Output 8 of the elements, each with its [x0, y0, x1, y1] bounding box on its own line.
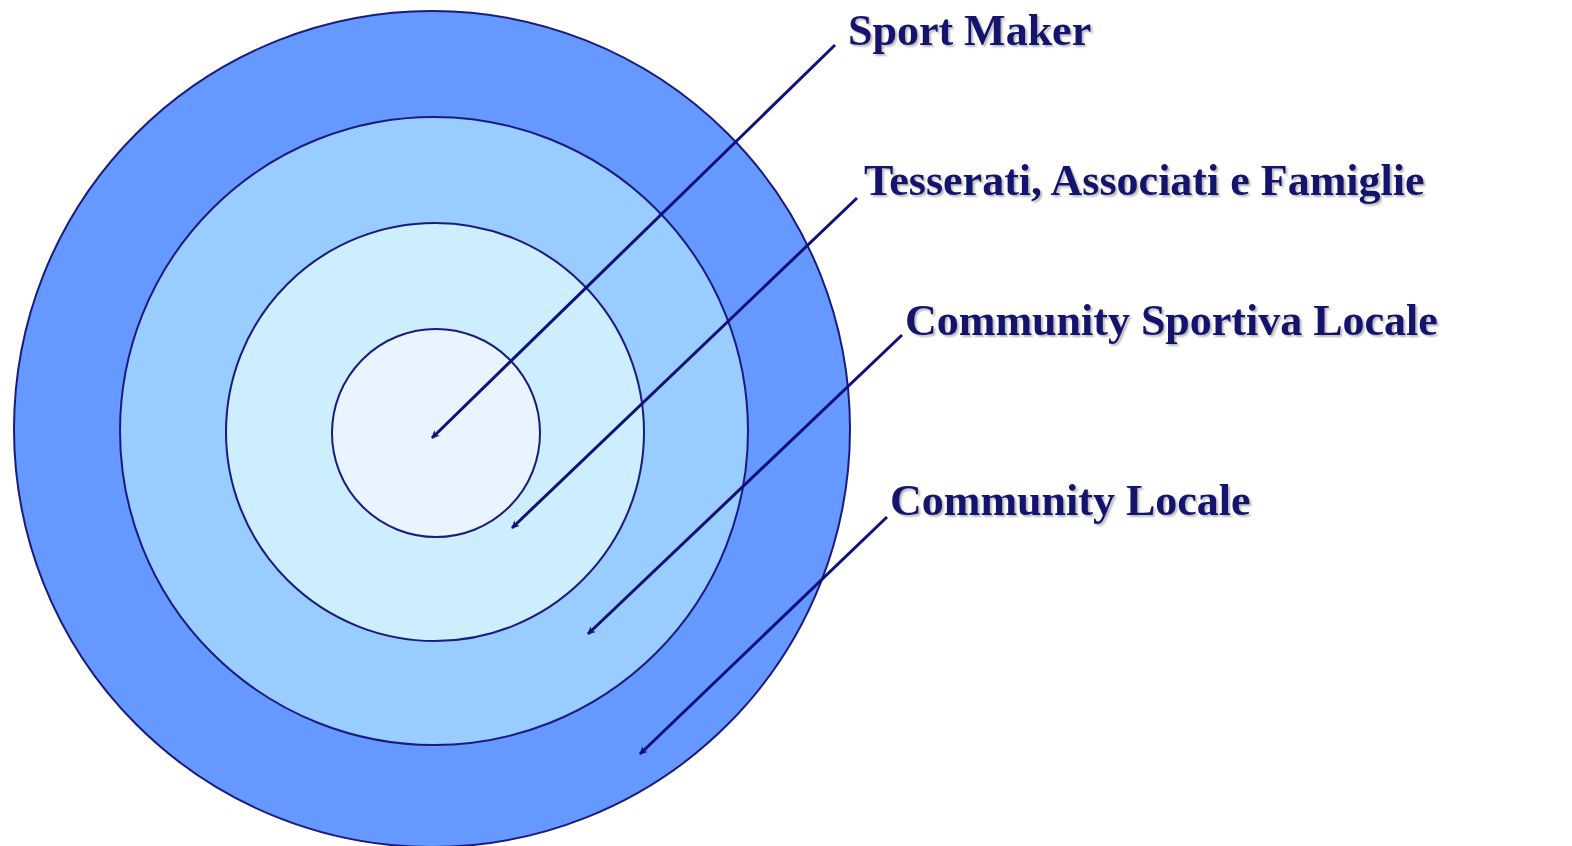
callout-label: Community Sportiva Locale: [905, 296, 1438, 346]
callout-label: Tesserati, Associati e Famiglie: [864, 156, 1425, 206]
callout-label: Sport Maker: [848, 6, 1092, 56]
leader-arrow: [430, 43, 837, 440]
leader-arrow: [638, 515, 889, 756]
leader-arrow: [510, 196, 859, 530]
leader-arrow: [586, 333, 904, 636]
callout-label: Community Locale: [890, 476, 1251, 526]
